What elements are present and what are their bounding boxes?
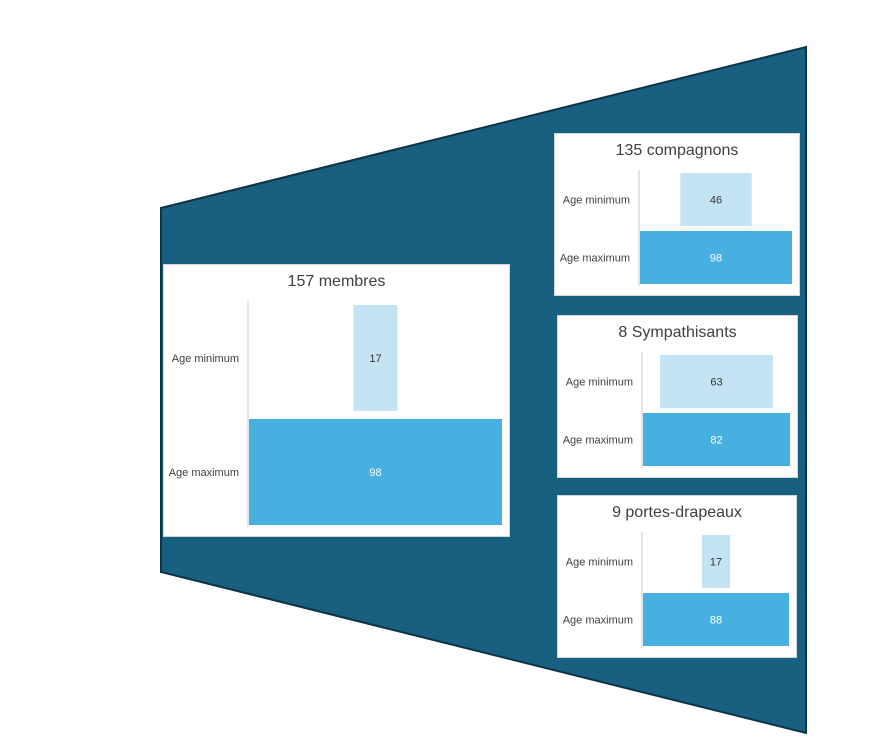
category-label: Age maximum [560,253,630,265]
category-label: Age maximum [563,615,633,627]
bar-age-maximum [643,593,789,646]
chart-plot: 63 Age minimum 82 Age maximum [563,352,790,468]
data-label: 88 [710,615,722,627]
data-label: 17 [369,353,381,365]
chart-title: 8 Sympathisants [618,324,737,341]
bar-age-maximum [640,231,792,284]
chart-panel-compagnons: 135 compagnons 46 Age minimum 98 Age maximu… [554,133,800,296]
category-label: Age maximum [563,435,633,447]
chart-title: 135 compagnons [615,142,739,159]
category-label: Age minimum [563,195,630,207]
chart-plot: 17 Age minimum 88 Age maximum [563,532,789,648]
data-label: 82 [710,435,722,447]
data-label: 98 [369,467,381,479]
chart-plot: 46 Age minimum 98 Age maximum [560,170,792,286]
data-label: 98 [710,253,722,265]
category-label: Age minimum [566,377,633,389]
bar-age-maximum [249,419,502,525]
chart-panel-sympathisants: 8 Sympathisants 63 Age minimum 82 Age maxim… [557,315,798,478]
chart-panel-portes-drapeaux: 9 portes-drapeaux 17 Age minimum 88 Age max… [557,495,797,658]
data-label: 63 [710,377,722,389]
chart-title: 157 membres [287,273,386,290]
bar-age-minimum [701,535,731,588]
category-label: Age maximum [169,467,239,479]
category-label: Age minimum [566,557,633,569]
category-label: Age minimum [172,353,239,365]
chart-plot: 17 Age minimum 98 Age maximum [169,301,502,527]
data-label: 17 [710,557,722,569]
bar-age-minimum [353,305,398,411]
bar-age-minimum [680,173,752,226]
chart-panel-membres: 157 membres 17 Age minimum 98 Age maximum [163,264,510,537]
bar-age-minimum [660,355,773,408]
data-label: 46 [710,195,722,207]
chart-title: 9 portes-drapeaux [612,504,742,521]
bar-age-maximum [643,413,790,466]
